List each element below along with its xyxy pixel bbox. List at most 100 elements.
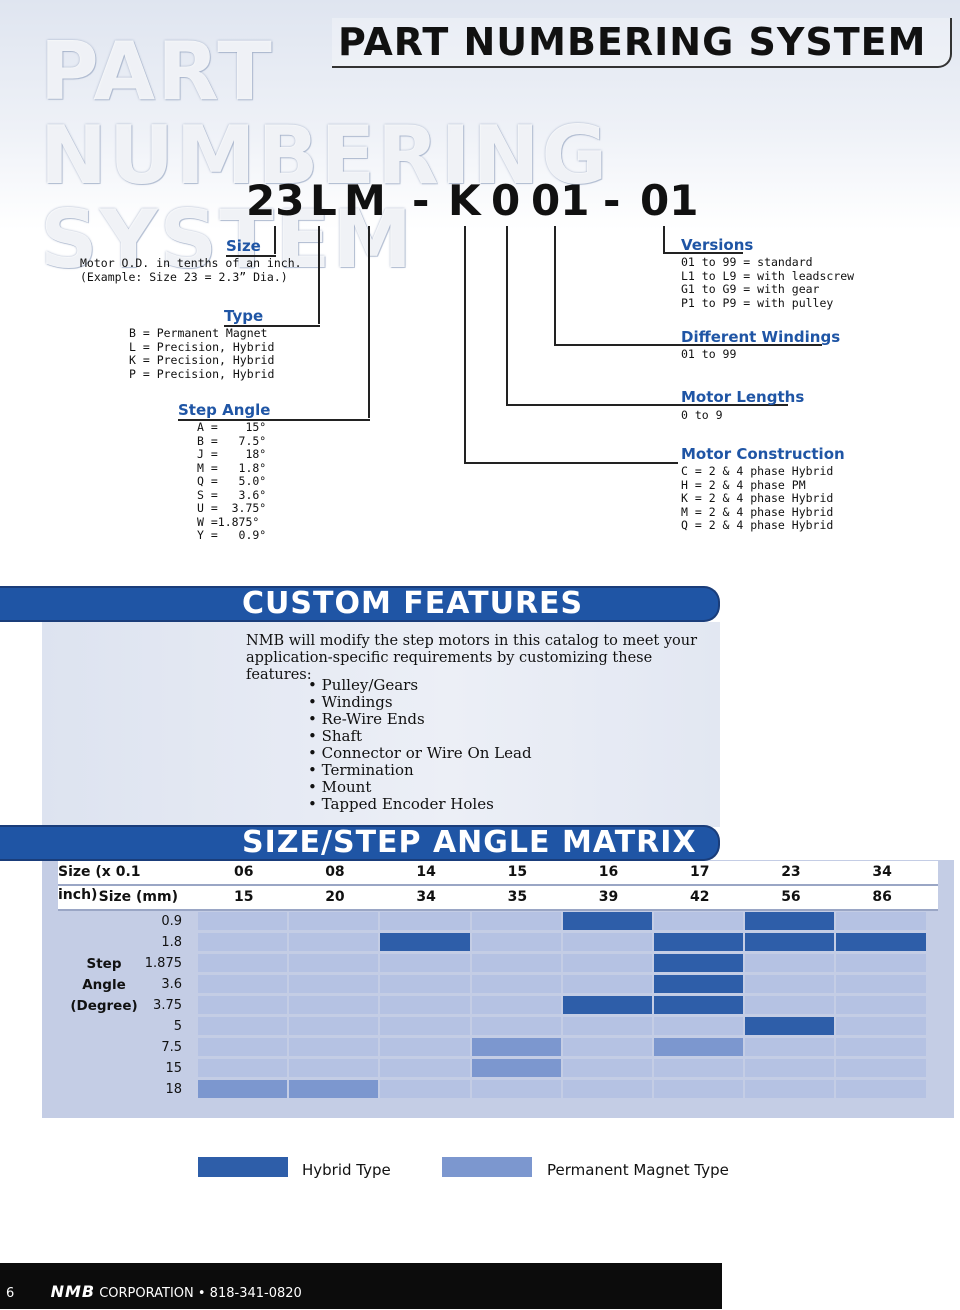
windings-connector xyxy=(554,226,556,346)
angle-label: 3.6 xyxy=(161,977,182,992)
matrix-title: SIZE/STEP ANGLE MATRIX xyxy=(242,825,697,860)
feature-item: • Termination xyxy=(308,761,414,779)
construction-line: K = 2 & 4 phase Hybrid xyxy=(681,491,834,505)
legend-hybrid-swatch xyxy=(198,1157,288,1177)
hybrid-cell xyxy=(562,912,652,930)
empty-cell xyxy=(289,954,379,972)
empty-cell xyxy=(654,1080,744,1098)
empty-cell xyxy=(289,1059,379,1077)
empty-cell xyxy=(471,1017,561,1035)
construction-connector-h xyxy=(464,462,678,464)
empty-cell xyxy=(380,1017,470,1035)
type-line: L = Precision, Hybrid xyxy=(129,339,275,354)
empty-cell xyxy=(471,996,561,1014)
pn-dash2: - xyxy=(603,176,621,225)
empty-cell xyxy=(745,1080,835,1098)
empty-cell xyxy=(380,1080,470,1098)
step-line: M = 1.8° xyxy=(197,460,267,475)
step-axis-word: Angle xyxy=(82,977,126,993)
size-mm-34: 34 xyxy=(416,889,436,905)
step-axis-word: Step xyxy=(86,956,122,972)
ghost-title: PART NUMBERING SYSTEM xyxy=(40,25,610,286)
empty-cell xyxy=(198,954,288,972)
empty-cell xyxy=(289,996,379,1014)
pn-windings: 01 xyxy=(531,176,590,225)
page-title: PART NUMBERING SYSTEM xyxy=(338,20,927,64)
empty-cell xyxy=(380,1059,470,1077)
construction-line: M = 2 & 4 phase Hybrid xyxy=(681,504,834,519)
version-connector-h xyxy=(663,252,743,254)
size-inch-14: 14 xyxy=(416,864,436,880)
size-inch-08: 08 xyxy=(325,864,345,880)
pn-length: 0 xyxy=(491,176,521,225)
title-frame xyxy=(332,18,952,68)
custom-features-title: CUSTOM FEATURES xyxy=(242,586,584,621)
empty-cell xyxy=(745,954,835,972)
construction-line: C = 2 & 4 phase Hybrid xyxy=(681,464,834,478)
step-line: U = 3.75° xyxy=(197,501,267,515)
matrix-header-mm xyxy=(58,886,938,911)
feature-item: • Re-Wire Ends xyxy=(308,710,425,728)
step-axis-label: Step Angle (Degree) xyxy=(68,954,140,1017)
step-axis-word: (Degree) xyxy=(70,998,138,1014)
pm-cell xyxy=(289,1080,379,1098)
empty-cell xyxy=(198,1038,288,1056)
construction-line: H = 2 & 4 phase PM xyxy=(681,477,806,492)
size-mm-15: 15 xyxy=(234,889,254,905)
step-connector xyxy=(368,226,370,418)
empty-cell xyxy=(562,1080,652,1098)
hybrid-cell xyxy=(380,933,470,951)
step-angle-label: Step Angle xyxy=(178,401,370,421)
hybrid-cell xyxy=(745,933,835,951)
length-connector-h xyxy=(506,404,788,406)
empty-cell xyxy=(836,996,926,1014)
pn-size: 23 xyxy=(246,176,305,225)
angle-label: 0.9 xyxy=(161,914,182,929)
size-inch-15: 15 xyxy=(507,864,528,880)
type-connector xyxy=(318,226,320,324)
windings-label: Different Windings xyxy=(681,328,841,346)
versions-line: P1 to P9 = with pulley xyxy=(681,295,834,310)
empty-cell xyxy=(836,1038,926,1056)
step-angle-list: A = 15° B = 7.5° J = 18° M = 1.8° Q = 5.… xyxy=(197,420,267,543)
size-inch-17: 17 xyxy=(690,864,710,880)
pn-type: L xyxy=(310,176,337,225)
empty-cell xyxy=(562,933,652,951)
pm-cell xyxy=(654,1038,744,1056)
step-line: W =1.875° xyxy=(197,514,260,529)
empty-cell xyxy=(198,975,288,993)
length-connector xyxy=(506,226,508,406)
step-line: B = 7.5° xyxy=(197,433,267,448)
empty-cell xyxy=(654,1017,744,1035)
versions-line: L1 to L9 = with leadscrew xyxy=(681,268,855,283)
empty-cell xyxy=(836,912,926,930)
empty-cell xyxy=(654,1059,744,1077)
type-line: P = Precision, Hybrid xyxy=(129,366,275,381)
feature-item: • Windings xyxy=(308,693,393,711)
intro-line: application-specific requirements by cus… xyxy=(246,650,653,683)
empty-cell xyxy=(654,912,744,930)
custom-features-intro: NMB will modify the step motors in this … xyxy=(246,633,716,684)
versions-line: G1 to G9 = with gear xyxy=(681,282,820,296)
step-line: A = 15° xyxy=(197,420,267,434)
feature-item: • Pulley/Gears xyxy=(308,676,419,694)
step-line: Q = 5.0° xyxy=(197,474,267,488)
hybrid-cell xyxy=(654,954,744,972)
version-connector xyxy=(663,226,665,254)
hybrid-cell xyxy=(562,996,652,1014)
empty-cell xyxy=(471,912,561,930)
empty-cell xyxy=(471,975,561,993)
feature-item: • Mount xyxy=(308,778,372,796)
empty-cell xyxy=(289,912,379,930)
page-number: 6 xyxy=(6,1286,15,1301)
size-inch-34: 34 xyxy=(872,864,892,880)
row-label-mm: Size (mm) xyxy=(98,889,178,905)
size-desc-2: (Example: Size 23 = 2.3” Dia.) xyxy=(80,270,288,284)
empty-cell xyxy=(471,933,561,951)
hybrid-cell xyxy=(745,1017,835,1035)
empty-cell xyxy=(562,975,652,993)
step-line: S = 3.6° xyxy=(197,487,267,502)
empty-cell xyxy=(562,1038,652,1056)
empty-cell xyxy=(380,1038,470,1056)
feature-item: • Tapped Encoder Holes xyxy=(308,795,494,813)
